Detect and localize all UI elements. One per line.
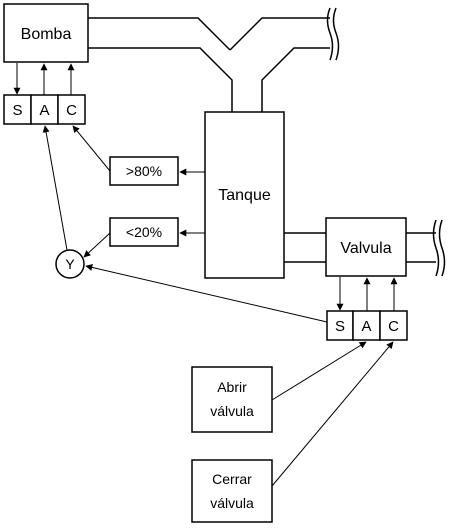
close-valve-line1: Cerrar (212, 471, 252, 487)
low-level-sensor-label: <20% (126, 224, 162, 240)
pipe-break-right-1 (432, 219, 440, 277)
open-command-to-valve-a-arrow (271, 341, 367, 401)
valve-sac-s: S (335, 318, 345, 335)
pipe-network (88, 7, 446, 277)
open-valve-line1: Abrir (217, 379, 247, 395)
close-valve-command-box (191, 459, 273, 523)
open-valve-line2: válvula (210, 403, 254, 419)
valve-s-to-and-gate-arrow (85, 264, 328, 323)
tank-label: Tanque (218, 187, 271, 204)
valve-sac-c-cell (379, 310, 408, 341)
pump-sac-s: S (12, 102, 22, 119)
close-command-to-valve-c-arrow (271, 341, 394, 487)
tank-box (204, 111, 285, 279)
valve-sac-a: A (361, 318, 371, 335)
valve-sac-c: C (388, 318, 399, 335)
low-sensor-to-and-gate-arrow (83, 232, 111, 258)
valve-sac-block: S A C (326, 310, 408, 341)
open-valve-command-box (191, 366, 273, 433)
pump-box (3, 3, 89, 63)
and-gate-label: Y (65, 256, 75, 272)
pump-sac-block: S A C (3, 94, 86, 125)
low-level-sensor-box (109, 217, 179, 247)
high-level-sensor-label: >80% (126, 163, 162, 179)
valve-sac-a-cell (352, 310, 381, 341)
pipe-top-right-lower (261, 47, 330, 112)
pipe-break-right-2 (438, 219, 446, 277)
pipe-break-top-2 (332, 7, 340, 61)
pipe-top-right-upper (229, 17, 330, 51)
pump-sac-a: A (39, 102, 49, 119)
valve-label: Valvula (340, 240, 391, 257)
close-valve-line2: válvula (210, 495, 254, 511)
pump-sac-c: C (66, 102, 77, 119)
pipe-pump-top (88, 17, 231, 51)
pump-sac-s-cell (3, 94, 32, 125)
pipe-pump-bottom (88, 47, 233, 112)
pump-label: Bomba (21, 26, 72, 43)
high-level-sensor-box (109, 156, 179, 186)
and-gate-circle (55, 249, 85, 279)
valve-box (325, 217, 407, 277)
pipe-break-top-1 (326, 7, 334, 61)
and-gate-to-pump-a-arrow (42, 125, 68, 251)
high-sensor-to-pump-c-arrow (72, 125, 111, 172)
